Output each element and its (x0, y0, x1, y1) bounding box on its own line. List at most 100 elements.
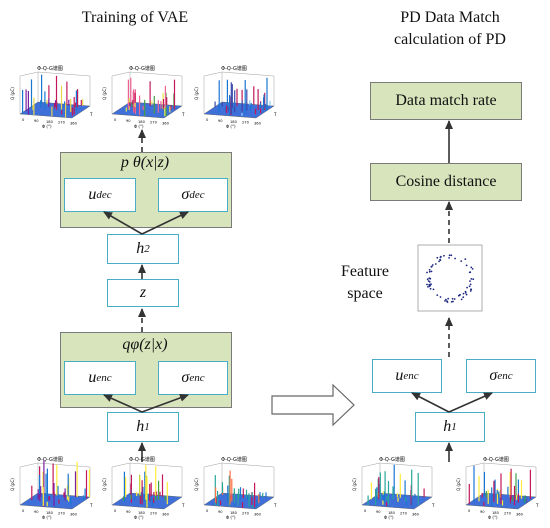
feature-point (447, 297, 450, 300)
plot-xlabel: Φ (°) (42, 124, 52, 129)
feature-point (430, 270, 433, 273)
plot-tick: 180 (230, 120, 238, 124)
decoder-label: p θ(x|z) (120, 154, 170, 171)
feature-point (439, 296, 442, 298)
arrow-h1-mu-enc (103, 394, 143, 413)
plot-tick: 90 (218, 119, 223, 123)
h1-main-left: h (136, 418, 145, 435)
feature-point (428, 270, 431, 273)
feature-point (426, 271, 428, 274)
cosine-distance-label: Cosine distance (395, 173, 497, 190)
encoder-label: qφ(z|x) (122, 336, 168, 353)
plot-tick: 270 (150, 512, 158, 516)
feature-point (431, 264, 434, 266)
plot-ylabel: Q (pC) (194, 87, 199, 100)
feature-point (469, 283, 472, 286)
plot-xlabel: Φ (°) (226, 515, 236, 520)
plot-ylabel: Q (pC) (10, 478, 15, 491)
arrow-h2-mu-dec (103, 211, 143, 235)
plot-tick: 180 (46, 511, 54, 515)
h1-sub-right: 1 (451, 421, 457, 433)
plot-xlabel: Φ (°) (42, 515, 52, 520)
h1-sub-left: 1 (144, 421, 150, 433)
feature-point (427, 280, 430, 282)
plot-tick: 360 (516, 513, 524, 517)
plot-tick: 360 (162, 122, 170, 126)
right-mu: u (395, 367, 404, 384)
feature-point (472, 278, 475, 281)
feature-point (468, 285, 471, 288)
plot-tick: 270 (504, 512, 512, 516)
plot-tick: 0 (468, 509, 471, 513)
plot-tlabel: T (181, 112, 185, 117)
plot-tick: 360 (254, 513, 262, 517)
feature-point (438, 260, 440, 263)
feature-point (430, 265, 433, 268)
plot-xlabel: Φ (°) (488, 515, 498, 520)
h2-main: h (136, 240, 145, 257)
right-title-line1: PD Data Match (400, 9, 500, 26)
feature-point (465, 264, 468, 267)
feature-point (466, 286, 468, 289)
feature-point (462, 292, 465, 295)
plot-ylabel: Q (pC) (102, 87, 107, 100)
feature-point (444, 300, 446, 302)
plot-ylabel: Q (pC) (456, 478, 461, 491)
plot-walls (111, 71, 183, 114)
plot-tick: 90 (34, 510, 39, 514)
plot-tick: 0 (206, 509, 209, 513)
encoder-mu-sub: enc (96, 372, 112, 384)
plot-tick: 180 (492, 511, 500, 515)
h2-sub: 2 (144, 243, 150, 255)
plot-tick: 270 (242, 512, 250, 516)
plot-tlabel: T (535, 503, 539, 508)
feature-point (469, 280, 471, 282)
feature-point (428, 283, 431, 286)
feature-point (429, 287, 432, 290)
feature-point (460, 260, 463, 262)
feature-label-line2: space (347, 285, 383, 302)
feature-point (426, 278, 429, 281)
plot-tick: 270 (242, 121, 250, 125)
plot-xlabel: Φ (°) (384, 515, 394, 520)
feature-point (427, 286, 429, 288)
feature-point (430, 283, 432, 285)
plot-tick: 0 (206, 118, 209, 122)
feature-point (439, 258, 441, 261)
data-match-rate-label: Data match rate (395, 92, 497, 109)
feature-point (470, 288, 473, 291)
plot-tick: 360 (254, 122, 262, 126)
decoder-mu-sub: dec (96, 189, 112, 201)
feature-point (470, 266, 473, 269)
plot-xlabel: Φ (°) (134, 124, 144, 129)
arrow-h1-sigma-right (448, 392, 493, 413)
plot-tick: 180 (230, 511, 238, 515)
plot-title: Φ-Q-G谱图 (221, 456, 247, 463)
plot-tick: 180 (138, 511, 146, 515)
plot-tick: 270 (150, 121, 158, 125)
feature-point (450, 254, 453, 257)
right-title-line2: calculation of PD (394, 31, 506, 48)
plot-xlabel: Φ (°) (134, 515, 144, 520)
plot-tlabel: T (273, 112, 277, 117)
plot-floor (19, 492, 91, 510)
plot-title: Φ-Q-G谱图 (37, 456, 63, 463)
feature-point (469, 271, 472, 273)
plot-tick: 90 (126, 510, 131, 514)
plot-tick: 360 (70, 513, 78, 517)
feature-point (464, 258, 467, 260)
right-sigma: σ (489, 367, 498, 384)
feature-point (428, 269, 431, 271)
feature-point (454, 257, 456, 260)
plot-tick: 90 (480, 510, 485, 514)
feature-point (426, 283, 428, 286)
feature-point (432, 288, 435, 291)
feature-point (440, 255, 442, 258)
